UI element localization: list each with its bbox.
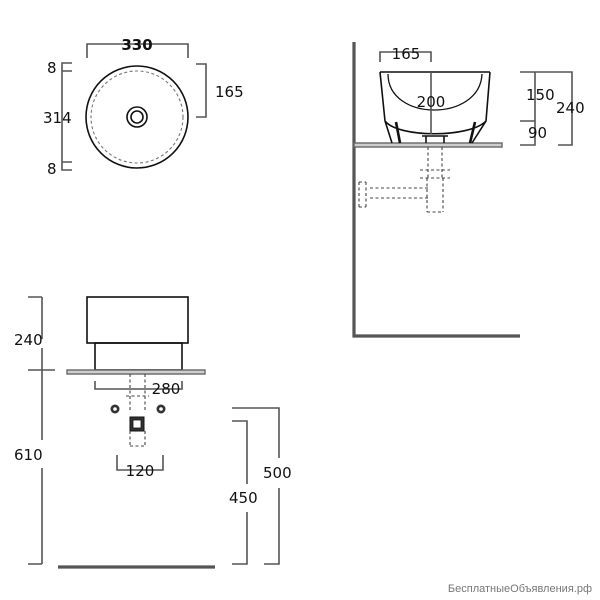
basin-support xyxy=(394,121,477,144)
base-width-dimension-line xyxy=(94,381,183,390)
side-radius-dimension-line xyxy=(379,51,432,62)
drain-spacing-label: 120 xyxy=(126,462,155,480)
side-radius-label: 165 xyxy=(392,45,421,63)
front-height-dimension-line xyxy=(28,296,55,565)
front-height-label: 240 xyxy=(14,331,43,349)
drain-spacing-dimension-line xyxy=(116,455,164,471)
top-view: 330 165 8 314 8 xyxy=(43,36,244,178)
watermark: БесплатныеОбъявления.рф xyxy=(448,583,592,595)
radius-label: 165 xyxy=(215,83,244,101)
total-height-label: 240 xyxy=(556,99,585,117)
floor-height-label: 610 xyxy=(14,446,43,464)
left-valve-icon xyxy=(110,404,120,414)
waste-pipe xyxy=(358,181,428,208)
width-dimension-line xyxy=(86,43,189,58)
basin-outer-rim xyxy=(85,65,189,169)
siphon-trap xyxy=(420,147,450,213)
rim-dimension-line xyxy=(61,62,72,171)
depth-label: 200 xyxy=(417,93,446,111)
drain-inner xyxy=(130,110,144,124)
front-drain-pipe xyxy=(126,374,149,412)
base-width-label: 280 xyxy=(152,380,181,398)
upper-height-label: 150 xyxy=(526,86,555,104)
outlet-height-label: 500 xyxy=(263,464,292,482)
height-dimension-line xyxy=(520,71,573,146)
basin-front-lower xyxy=(94,342,183,371)
drain-outer xyxy=(126,106,148,128)
outlet-pipe xyxy=(129,431,146,447)
lower-height-label: 90 xyxy=(528,124,547,142)
rim-top-label: 8 xyxy=(47,59,57,77)
basin-inner-section xyxy=(387,73,483,111)
right-valve-icon xyxy=(156,404,166,414)
side-view: 165 200 150 90 240 xyxy=(352,42,585,338)
wall-line xyxy=(352,42,520,338)
drain-body xyxy=(422,135,448,143)
basin-front-upper xyxy=(86,296,189,344)
inner-diameter-label: 314 xyxy=(43,109,72,127)
pipe-height-label: 450 xyxy=(229,489,258,507)
radius-dimension-line xyxy=(196,63,207,118)
basin-section xyxy=(379,71,491,144)
wall-outlet-inner xyxy=(132,419,142,429)
width-label: 330 xyxy=(121,36,152,54)
countertop xyxy=(353,142,503,148)
rim-bottom-label: 8 xyxy=(47,160,57,178)
basin-inner-edge xyxy=(90,70,184,164)
outlet-height-dimension-line xyxy=(232,407,280,565)
pipe-height-dimension-line xyxy=(232,420,248,565)
front-view: 280 120 240 610 450 500 xyxy=(14,296,292,569)
front-countertop xyxy=(66,369,206,375)
